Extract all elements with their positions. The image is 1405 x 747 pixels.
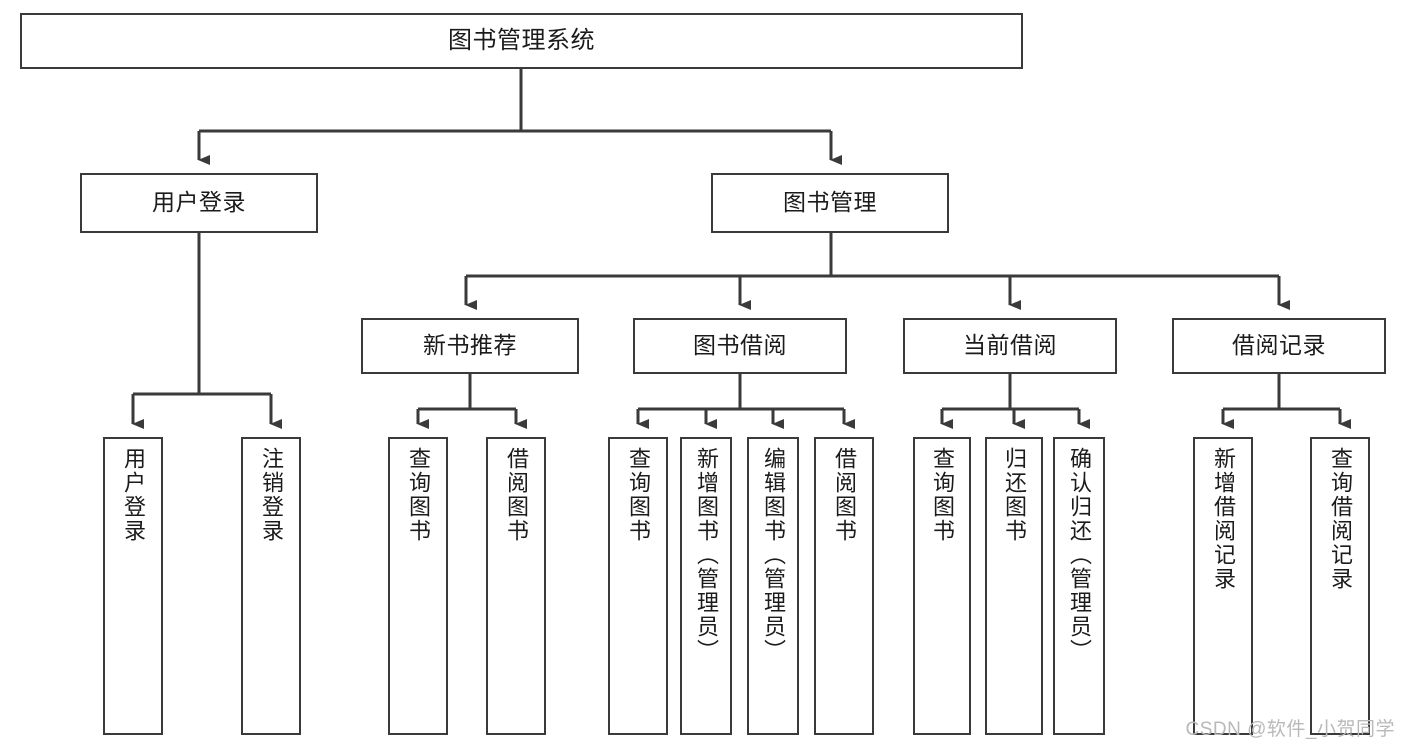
node-leaf-add-borrow-record-label: 新增借阅记录 <box>1211 447 1236 591</box>
node-leaf-confirm-return-admin[interactable]: 确认归还（管理员） <box>1053 437 1105 735</box>
node-book-manage[interactable]: 图书管理 <box>711 173 949 233</box>
node-book-borrow[interactable]: 图书借阅 <box>633 318 847 374</box>
node-user-login[interactable]: 用户登录 <box>80 173 318 233</box>
node-leaf-return-book-label: 归还图书 <box>1002 447 1027 543</box>
node-borrow-record[interactable]: 借阅记录 <box>1172 318 1386 374</box>
node-leaf-confirm-return-admin-label: 确认归还（管理员） <box>1067 447 1092 663</box>
node-root-label: 图书管理系统 <box>448 26 595 54</box>
node-leaf-user-login[interactable]: 用户登录 <box>103 437 163 735</box>
node-leaf-return-book[interactable]: 归还图书 <box>985 437 1043 735</box>
node-leaf-query-book-1[interactable]: 查询图书 <box>388 437 448 735</box>
node-new-book-recommend-label: 新书推荐 <box>423 332 517 359</box>
node-leaf-user-logout-label: 注销登录 <box>259 447 284 543</box>
watermark-text: CSDN @软件_小贺同学 <box>1185 719 1395 740</box>
node-leaf-add-book-admin[interactable]: 新增图书（管理员） <box>680 437 732 735</box>
node-leaf-query-book-2-label: 查询图书 <box>626 447 651 543</box>
node-leaf-borrow-book-1-label: 借阅图书 <box>504 447 529 543</box>
node-new-book-recommend[interactable]: 新书推荐 <box>361 318 579 374</box>
node-leaf-add-book-admin-label: 新增图书（管理员） <box>694 447 719 663</box>
node-leaf-query-borrow-record[interactable]: 查询借阅记录 <box>1310 437 1370 735</box>
node-leaf-query-book-2[interactable]: 查询图书 <box>608 437 668 735</box>
node-leaf-edit-book-admin-label: 编辑图书（管理员） <box>761 447 786 663</box>
node-leaf-query-book-3[interactable]: 查询图书 <box>913 437 971 735</box>
node-borrow-record-label: 借阅记录 <box>1232 332 1326 359</box>
node-current-borrow-label: 当前借阅 <box>963 332 1057 359</box>
node-user-login-label: 用户登录 <box>152 189 246 216</box>
node-leaf-query-book-1-label: 查询图书 <box>406 447 431 543</box>
node-leaf-edit-book-admin[interactable]: 编辑图书（管理员） <box>747 437 799 735</box>
node-leaf-add-borrow-record[interactable]: 新增借阅记录 <box>1193 437 1253 735</box>
node-leaf-borrow-book-2[interactable]: 借阅图书 <box>814 437 874 735</box>
node-book-manage-label: 图书管理 <box>783 189 877 216</box>
node-leaf-borrow-book-2-label: 借阅图书 <box>832 447 857 543</box>
node-current-borrow[interactable]: 当前借阅 <box>903 318 1117 374</box>
node-leaf-user-logout[interactable]: 注销登录 <box>241 437 301 735</box>
node-root[interactable]: 图书管理系统 <box>20 13 1023 69</box>
node-leaf-borrow-book-1[interactable]: 借阅图书 <box>486 437 546 735</box>
node-leaf-query-book-3-label: 查询图书 <box>930 447 955 543</box>
node-leaf-query-borrow-record-label: 查询借阅记录 <box>1328 447 1353 591</box>
node-leaf-user-login-label: 用户登录 <box>121 447 146 543</box>
node-book-borrow-label: 图书借阅 <box>693 332 787 359</box>
